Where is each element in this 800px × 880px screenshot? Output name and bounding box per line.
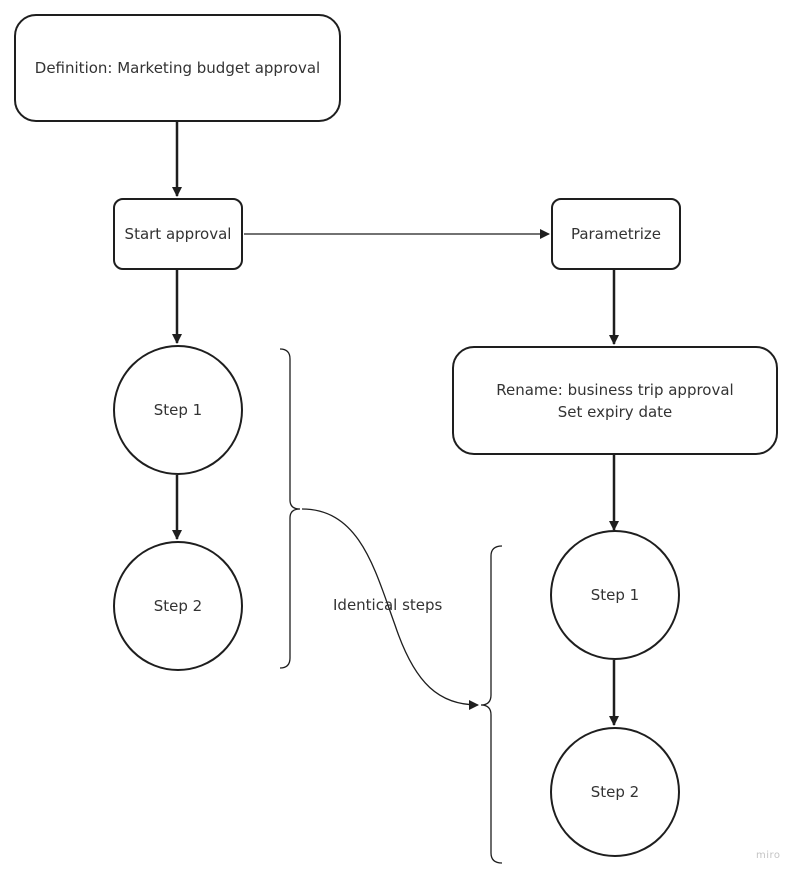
start-approval-label: Start approval [124,225,232,243]
definition-label: Definition: Marketing budget approval [34,59,321,77]
rename-box[interactable]: Rename: business trip approval Set expir… [452,346,778,455]
left-step2-label: Step 2 [153,597,203,615]
rename-label-line2: Set expiry date [557,402,673,421]
definition-box[interactable]: Definition: Marketing budget approval [14,14,341,122]
left-curly-brace [279,348,301,669]
rename-label-line1: Rename: business trip approval [496,380,734,399]
right-step2-label: Step 2 [590,783,640,801]
start-approval-box[interactable]: Start approval [113,198,243,270]
parametrize-label: Parametrize [570,225,662,243]
left-step1-circle[interactable]: Step 1 [113,345,243,475]
right-step1-label: Step 1 [590,586,640,604]
left-step1-label: Step 1 [153,401,203,419]
right-curly-brace [480,545,503,864]
right-step1-circle[interactable]: Step 1 [550,530,680,660]
left-step2-circle[interactable]: Step 2 [113,541,243,671]
miro-watermark: miro [756,850,781,861]
parametrize-box[interactable]: Parametrize [551,198,681,270]
identical-steps-label: Identical steps [333,596,443,614]
right-step2-circle[interactable]: Step 2 [550,727,680,857]
identical-steps-curve [301,508,479,710]
